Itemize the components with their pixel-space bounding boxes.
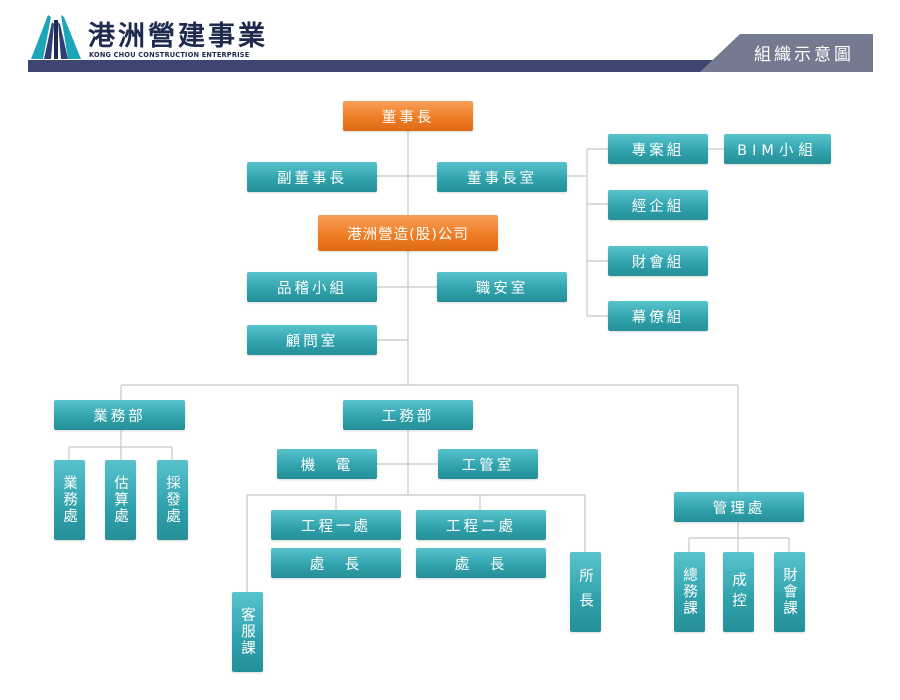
chairman-box: 董事長 [343, 101, 473, 131]
header-bar [28, 60, 728, 72]
business-section-box: 業務處 [54, 460, 85, 540]
general-affairs-box: 總務課 [674, 552, 705, 632]
cost-control-box: 成控 [723, 552, 754, 632]
advisor-office-box: 顧問室 [247, 325, 377, 355]
business-planning-group-box: 經企組 [608, 190, 708, 220]
division-head-1-box: 處 長 [271, 548, 401, 578]
project-group-box: 專案組 [608, 134, 708, 164]
engineering-div-1-box: 工程一處 [271, 510, 401, 540]
company-logo-icon [30, 14, 82, 60]
page-title: 組織示意圖 [754, 45, 854, 65]
finance-section-box: 財會課 [774, 552, 805, 632]
procurement-section-box: 採發處 [157, 460, 188, 540]
company-box: 港洲營造(股)公司 [318, 215, 498, 251]
site-management-office-box: 工管室 [438, 449, 538, 479]
division-head-2-box: 處 長 [416, 548, 546, 578]
management-dept-box: 管理處 [674, 492, 804, 522]
site-manager-box: 所長 [570, 552, 601, 632]
quality-audit-group-box: 品稽小組 [247, 272, 377, 302]
chairman-office-box: 董事長室 [437, 162, 567, 192]
staff-group-box: 幕僚組 [608, 301, 708, 331]
company-name-en: KONG CHOU CONSTRUCTION ENTERPRISE [89, 51, 250, 59]
engineering-dept-box: 工務部 [343, 400, 473, 430]
mech-elec-box: 機 電 [277, 449, 377, 479]
finance-accounting-group-box: 財會組 [608, 246, 708, 276]
safety-office-box: 職安室 [437, 272, 567, 302]
engineering-div-2-box: 工程二處 [416, 510, 546, 540]
estimation-section-box: 估算處 [105, 460, 136, 540]
vice-chairman-box: 副董事長 [247, 162, 377, 192]
business-dept-box: 業務部 [54, 400, 185, 430]
customer-service-box: 客服課 [232, 592, 263, 672]
bim-group-box: BIM小組 [724, 134, 831, 164]
company-name: 港洲營建事業 [88, 21, 268, 52]
